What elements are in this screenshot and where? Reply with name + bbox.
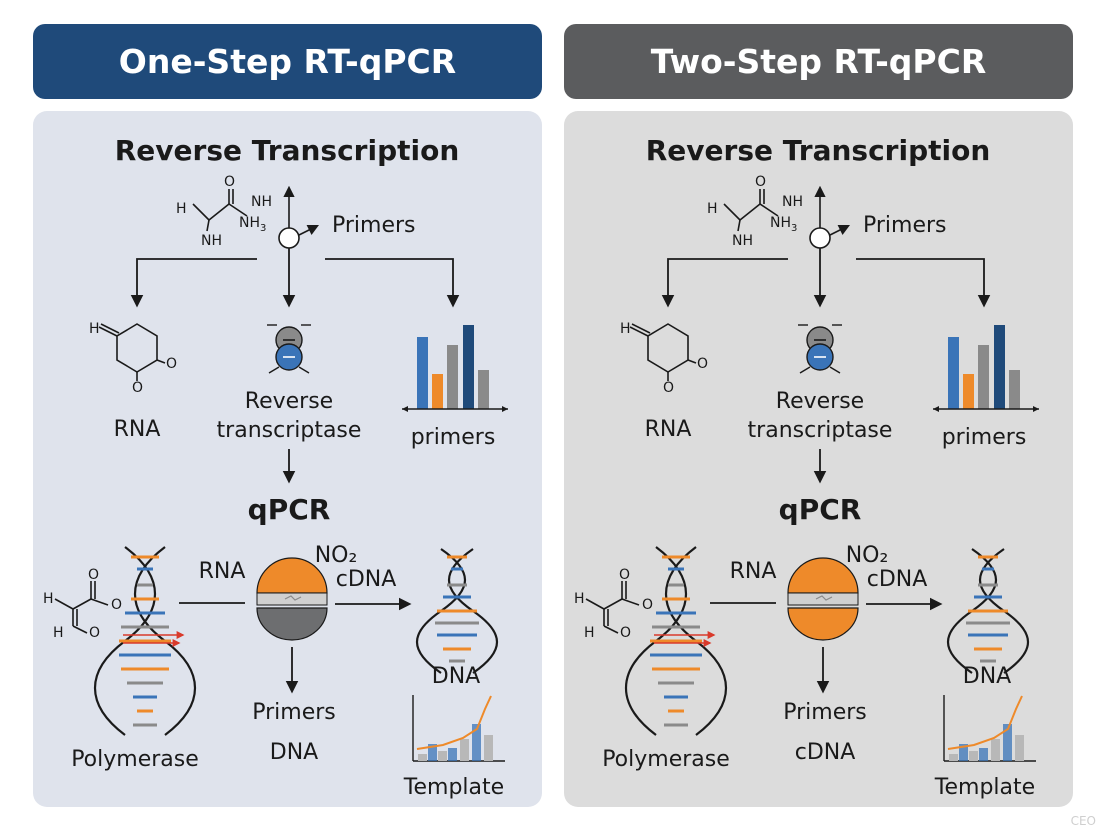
rna-chem-o-bottom: O <box>132 380 143 396</box>
cdna-label: cDNA <box>336 567 397 592</box>
polymerase-dna-helix-icon <box>93 546 197 736</box>
primer-bar <box>417 337 428 409</box>
reverse-transcriptase-icon <box>798 324 842 374</box>
rna-chem-o-right: O <box>697 356 708 372</box>
rna-chem-o-bottom: O <box>663 380 674 396</box>
chem-o: O <box>224 174 235 190</box>
left-chem-o-right: O <box>642 597 653 613</box>
rna-chem-h: H <box>620 321 631 337</box>
primers-bar-chart <box>933 325 1039 412</box>
no2-label: NO₂ <box>315 543 358 568</box>
two-step-diagram: Reverse Transcription H O NH NH3 NH Prim… <box>574 134 1039 800</box>
primer-bar <box>478 370 489 409</box>
left-chem-h-lower: H <box>53 625 64 641</box>
left-chem-o-top: O <box>88 567 99 583</box>
primers-bottom-label: Primers <box>783 700 867 725</box>
left-chem-o-lower: O <box>620 625 631 641</box>
rna-chem-h: H <box>89 321 100 337</box>
dna-output-label: DNA <box>963 664 1011 689</box>
primers-chart-label: primers <box>411 425 496 450</box>
bottom-product-label: cDNA <box>795 740 856 765</box>
left-chem-h-lower: H <box>584 625 595 641</box>
polymerase-label: Polymerase <box>71 747 199 772</box>
qpcr-title: qPCR <box>248 493 331 526</box>
primers-label: Primers <box>863 213 947 238</box>
rna-chem-o-right: O <box>166 356 177 372</box>
chem-nh: NH <box>782 194 803 210</box>
primer-bar <box>432 374 443 409</box>
rna-label: RNA <box>114 417 161 442</box>
primers-label: Primers <box>332 213 416 238</box>
primer-bar <box>994 325 1005 409</box>
qpcr-title: qPCR <box>779 493 862 526</box>
chem-nh3: NH3 <box>239 215 266 234</box>
acrylate-molecule-icon <box>54 581 109 634</box>
left-chem-o-right: O <box>111 597 122 613</box>
side-arrow <box>298 224 320 236</box>
chem-nh-lower: NH <box>732 233 753 249</box>
chem-nh3: NH3 <box>770 215 797 234</box>
chem-nh: NH <box>251 194 272 210</box>
left-chem-o-top: O <box>619 567 630 583</box>
primer-bar <box>1009 370 1020 409</box>
branch-arrow-primers <box>856 258 991 308</box>
rna-input-label: RNA <box>199 559 246 584</box>
polymerase-dna-helix-icon <box>624 546 728 736</box>
side-arrow <box>829 224 851 236</box>
rt-enzyme-line2: transcriptase <box>748 418 893 443</box>
left-chem-o-lower: O <box>89 625 100 641</box>
chem-nh-lower: NH <box>201 233 222 249</box>
branch-arrow-rna <box>661 258 788 308</box>
dna-helix-icon <box>946 548 1030 674</box>
primer-bar <box>948 337 959 409</box>
reverse-transcriptase-icon <box>267 324 311 374</box>
amide-molecule-icon <box>723 189 779 232</box>
branch-arrow-primers <box>325 258 460 308</box>
template-amplification-chart <box>943 695 1036 762</box>
rt-enzyme-line1: Reverse <box>245 389 333 414</box>
rt-title: Reverse Transcription <box>646 134 991 167</box>
cdna-label: cDNA <box>867 567 928 592</box>
rna-ring-icon <box>98 323 166 381</box>
primers-bar-chart <box>402 325 508 412</box>
rna-label: RNA <box>645 417 692 442</box>
reaction-vessel-icon <box>787 557 859 641</box>
hub-node-icon <box>278 227 300 249</box>
amide-molecule-icon <box>192 189 248 232</box>
chem-h: H <box>176 201 187 217</box>
primer-bar <box>963 374 974 409</box>
two-step-panel: Reverse Transcription H O NH NH3 NH Prim… <box>564 111 1073 807</box>
rt-title: Reverse Transcription <box>115 134 460 167</box>
primers-chart-label: primers <box>942 425 1027 450</box>
reaction-vessel-icon <box>256 557 328 641</box>
watermark: CEO <box>1070 814 1096 828</box>
dna-helix-icon <box>415 548 499 674</box>
left-chem-h: H <box>43 591 54 607</box>
one-step-panel: Reverse Transcription H O NH NH3 NH Prim… <box>33 111 542 807</box>
rt-enzyme-line1: Reverse <box>776 389 864 414</box>
chem-o: O <box>755 174 766 190</box>
two-step-header: Two-Step RT-qPCR <box>564 24 1073 99</box>
branch-arrow-rna <box>130 258 257 308</box>
rna-ring-icon <box>629 323 697 381</box>
hub-node-icon <box>809 227 831 249</box>
polymerase-label: Polymerase <box>602 747 730 772</box>
template-label: Template <box>934 775 1035 800</box>
no2-label: NO₂ <box>846 543 889 568</box>
chem-h: H <box>707 201 718 217</box>
primer-bar <box>978 345 989 409</box>
one-step-diagram: Reverse Transcription H O NH NH3 NH Prim… <box>43 134 508 800</box>
bottom-product-label: DNA <box>270 740 318 765</box>
dna-output-label: DNA <box>432 664 480 689</box>
rna-input-label: RNA <box>730 559 777 584</box>
acrylate-molecule-icon <box>585 581 640 634</box>
one-step-header: One-Step RT-qPCR <box>33 24 542 99</box>
primer-bar <box>447 345 458 409</box>
primer-bar <box>463 325 474 409</box>
template-amplification-chart <box>412 695 505 762</box>
left-chem-h: H <box>574 591 585 607</box>
template-label: Template <box>403 775 504 800</box>
rt-enzyme-line2: transcriptase <box>217 418 362 443</box>
primers-bottom-label: Primers <box>252 700 336 725</box>
